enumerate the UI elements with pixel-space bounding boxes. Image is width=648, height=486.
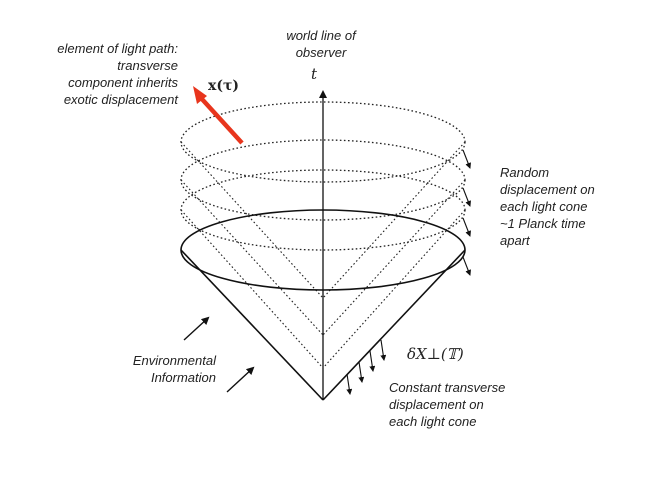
svg-text:each light cone: each light cone [389, 414, 476, 429]
svg-text:observer: observer [296, 45, 347, 60]
svg-text:displacement on: displacement on [389, 397, 484, 412]
svg-text:Information: Information [151, 370, 216, 385]
random-displacement-arrows [462, 149, 471, 276]
x-tau-label: x(τ) [208, 78, 239, 94]
svg-text:transverse: transverse [117, 58, 178, 73]
svg-text:world line of: world line of [286, 28, 357, 43]
environmental-arrow-upper [183, 316, 210, 341]
environmental-description: Environmental Information [133, 353, 217, 385]
constant-transverse-description: Constant transverse displacement on each… [389, 380, 505, 429]
world-line-description: world line of observer [286, 28, 357, 60]
solid-cone-left-edge [180, 249, 324, 401]
delta-x-label: δX⊥(𝕋) [407, 345, 464, 363]
solid-cone-right-edge [322, 249, 466, 401]
svg-text:element of light path:: element of light path: [57, 41, 178, 56]
svg-text:Constant transverse: Constant transverse [389, 380, 505, 395]
svg-text:displacement on: displacement on [500, 182, 595, 197]
random-displacement-description: Random displacement on each light cone ~… [500, 165, 595, 248]
svg-text:each light cone: each light cone [500, 199, 587, 214]
svg-text:exotic displacement: exotic displacement [64, 92, 180, 107]
t-axis-label: t [311, 65, 318, 83]
light-path-description: element of light path: transverse compon… [57, 41, 179, 107]
environmental-arrow-lower [226, 366, 255, 393]
constant-displacement-arrows [346, 339, 387, 395]
dotted-inner-cones [180, 141, 466, 369]
svg-text:apart: apart [500, 233, 531, 248]
light-path-arrow [193, 86, 244, 145]
svg-text:component inherits: component inherits [68, 75, 178, 90]
svg-text:Random: Random [500, 165, 549, 180]
svg-text:~1 Planck time: ~1 Planck time [500, 216, 586, 231]
svg-text:Environmental: Environmental [133, 353, 217, 368]
